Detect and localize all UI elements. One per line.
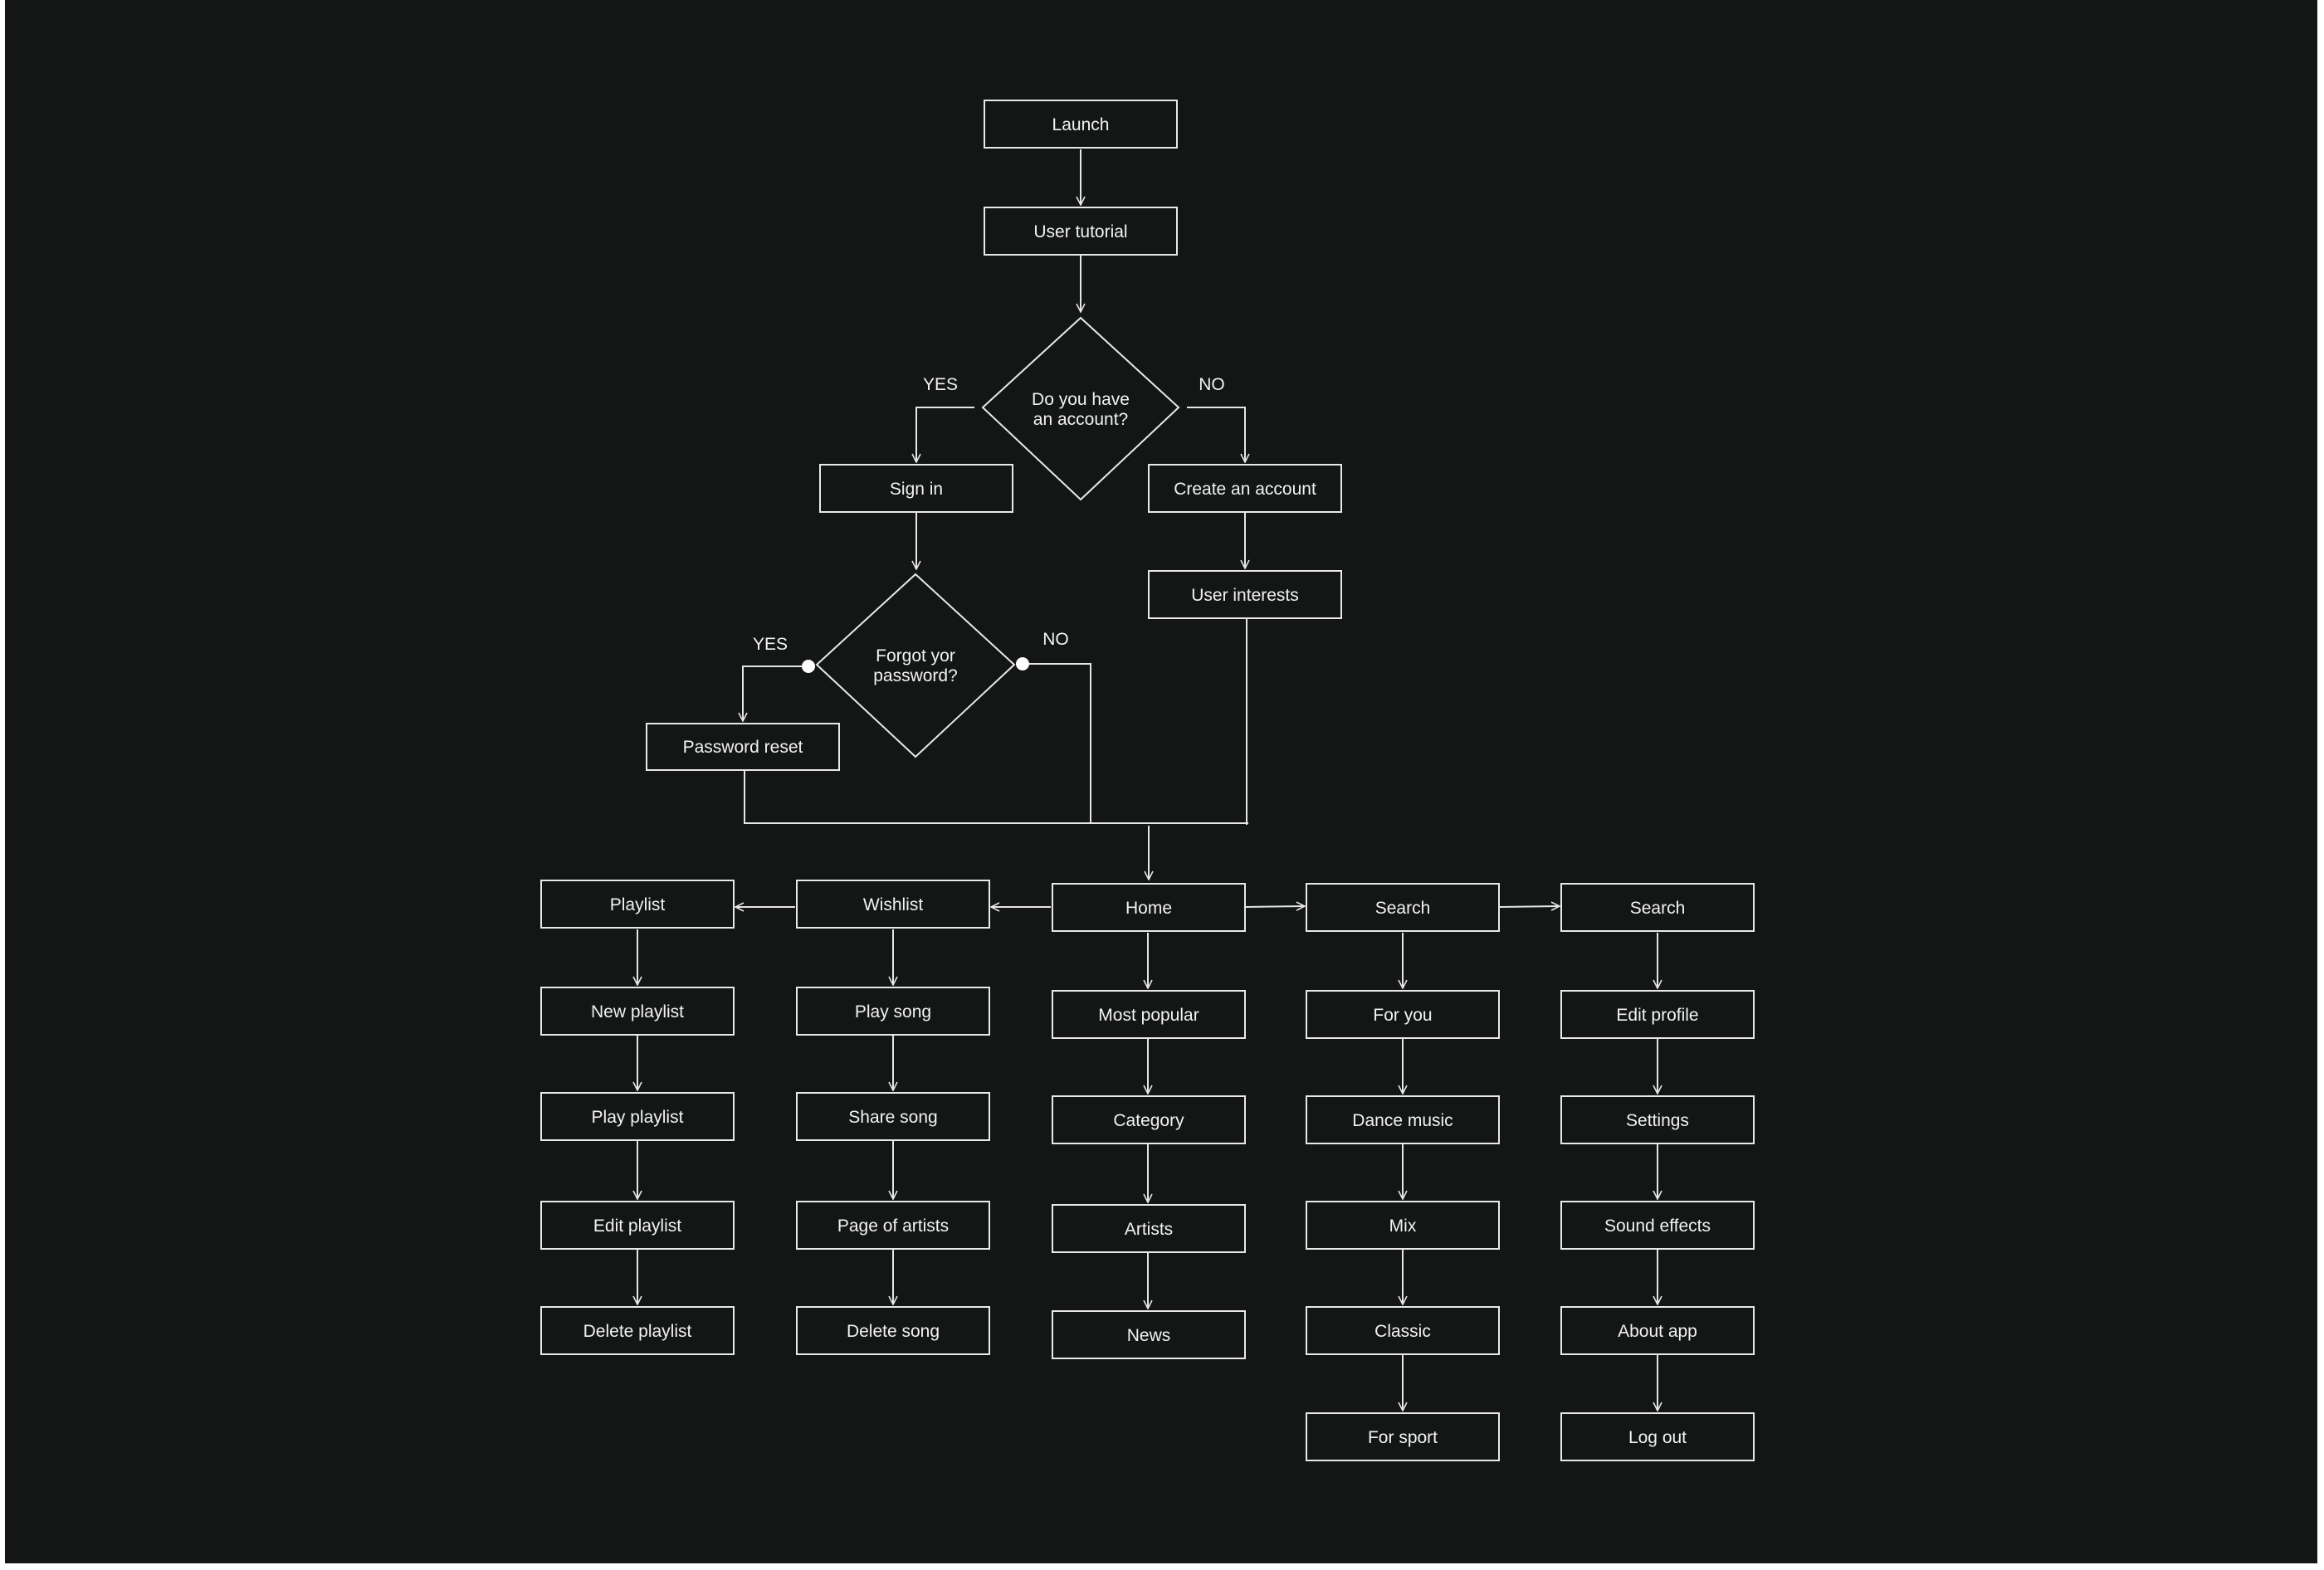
edge-reset-merge bbox=[744, 770, 1248, 824]
node-share-song: Share song bbox=[796, 1092, 990, 1141]
decision-forgot-password: Forgot yor password? bbox=[815, 573, 1016, 758]
node-playlist: Playlist bbox=[540, 880, 735, 929]
edge-account-signin bbox=[916, 407, 974, 462]
node-new-playlist: New playlist bbox=[540, 987, 735, 1036]
node-search-1: Search bbox=[1306, 883, 1500, 932]
account-no-label: NO bbox=[1199, 375, 1225, 394]
node-password-reset: Password reset bbox=[646, 723, 840, 771]
node-user-interests-label: User interests bbox=[1191, 586, 1299, 605]
connector-dot-no bbox=[1016, 657, 1029, 670]
node-settings-label: Settings bbox=[1626, 1111, 1689, 1130]
node-for-sport: For sport bbox=[1306, 1412, 1500, 1461]
node-dance-music-label: Dance music bbox=[1352, 1111, 1452, 1130]
connector-dot-yes bbox=[802, 660, 815, 673]
edges bbox=[637, 149, 1658, 1411]
node-search-2-label: Search bbox=[1630, 899, 1686, 918]
decision-forgot-password-line-1: Forgot yor bbox=[876, 646, 955, 666]
node-about-app: About app bbox=[1560, 1306, 1755, 1355]
edge-forgot-reset bbox=[743, 666, 808, 721]
node-delete-song: Delete song bbox=[796, 1306, 990, 1355]
decision-forgot-password-line-2: password? bbox=[873, 666, 958, 685]
node-delete-playlist-label: Delete playlist bbox=[583, 1322, 692, 1341]
edge-home-search1 bbox=[1244, 906, 1305, 907]
node-edit-profile-label: Edit profile bbox=[1616, 1006, 1698, 1025]
node-wishlist-label: Wishlist bbox=[863, 895, 923, 914]
node-log-out-label: Log out bbox=[1628, 1428, 1687, 1447]
node-sound-effects: Sound effects bbox=[1560, 1201, 1755, 1250]
forgot-no-label: NO bbox=[1042, 630, 1069, 649]
node-wishlist: Wishlist bbox=[796, 880, 990, 929]
node-password-reset-label: Password reset bbox=[683, 738, 803, 757]
node-home-label: Home bbox=[1125, 899, 1172, 918]
node-log-out: Log out bbox=[1560, 1412, 1755, 1461]
node-edit-playlist: Edit playlist bbox=[540, 1201, 735, 1250]
diagram-canvas: YES NO YES NO Launch User tutorial Do yo… bbox=[5, 0, 2317, 1563]
account-yes-label: YES bbox=[923, 375, 958, 394]
node-page-of-artists-label: Page of artists bbox=[837, 1217, 949, 1236]
forgot-yes-label: YES bbox=[753, 635, 788, 654]
node-user-tutorial: User tutorial bbox=[984, 207, 1178, 256]
node-edit-playlist-label: Edit playlist bbox=[593, 1217, 681, 1236]
node-delete-song-label: Delete song bbox=[847, 1322, 940, 1341]
node-edit-profile: Edit profile bbox=[1560, 990, 1755, 1039]
flowchart: YES NO YES NO Launch User tutorial Do yo… bbox=[540, 100, 1755, 1461]
node-playlist-label: Playlist bbox=[610, 895, 666, 914]
node-new-playlist-label: New playlist bbox=[591, 1002, 684, 1021]
edge-labels: YES NO YES NO bbox=[753, 375, 1225, 654]
decision-have-account-line-2: an account? bbox=[1033, 410, 1128, 429]
node-artists: Artists bbox=[1052, 1204, 1246, 1253]
node-settings: Settings bbox=[1560, 1095, 1755, 1144]
node-sign-in: Sign in bbox=[819, 464, 1013, 513]
node-dance-music: Dance music bbox=[1306, 1095, 1500, 1144]
node-mix-label: Mix bbox=[1389, 1217, 1417, 1236]
node-for-you-label: For you bbox=[1373, 1006, 1432, 1025]
node-category: Category bbox=[1052, 1095, 1246, 1144]
node-play-playlist-label: Play playlist bbox=[592, 1108, 684, 1127]
nodes: Launch User tutorial Do you have an acco… bbox=[540, 100, 1755, 1461]
node-launch: Launch bbox=[984, 100, 1178, 149]
node-for-you: For you bbox=[1306, 990, 1500, 1039]
node-classic: Classic bbox=[1306, 1306, 1500, 1355]
edge-account-create bbox=[1187, 407, 1245, 462]
node-create-account: Create an account bbox=[1148, 464, 1342, 513]
node-home: Home bbox=[1052, 883, 1246, 932]
node-search-2: Search bbox=[1560, 883, 1755, 932]
node-mix: Mix bbox=[1306, 1201, 1500, 1250]
decision-have-account: Do you have an account? bbox=[981, 316, 1180, 501]
node-play-song-label: Play song bbox=[855, 1002, 931, 1021]
node-for-sport-label: For sport bbox=[1368, 1428, 1438, 1447]
node-page-of-artists: Page of artists bbox=[796, 1201, 990, 1250]
node-search-1-label: Search bbox=[1375, 899, 1431, 918]
decision-have-account-line-1: Do you have bbox=[1032, 390, 1130, 409]
node-sound-effects-label: Sound effects bbox=[1604, 1217, 1711, 1236]
node-delete-playlist: Delete playlist bbox=[540, 1306, 735, 1355]
node-artists-label: Artists bbox=[1125, 1220, 1173, 1239]
edge-search1-search2 bbox=[1499, 906, 1560, 907]
node-share-song-label: Share song bbox=[848, 1108, 937, 1127]
node-user-tutorial-label: User tutorial bbox=[1033, 222, 1127, 241]
node-news: News bbox=[1052, 1310, 1246, 1359]
node-create-account-label: Create an account bbox=[1174, 480, 1316, 499]
node-play-song: Play song bbox=[796, 987, 990, 1036]
node-play-playlist: Play playlist bbox=[540, 1092, 735, 1141]
node-launch-label: Launch bbox=[1052, 115, 1110, 134]
node-most-popular-label: Most popular bbox=[1098, 1006, 1199, 1025]
node-classic-label: Classic bbox=[1374, 1322, 1431, 1341]
node-news-label: News bbox=[1127, 1326, 1171, 1345]
node-category-label: Category bbox=[1113, 1111, 1184, 1130]
node-most-popular: Most popular bbox=[1052, 990, 1246, 1039]
edge-forgot-no bbox=[1023, 663, 1091, 823]
node-about-app-label: About app bbox=[1618, 1322, 1697, 1341]
node-user-interests: User interests bbox=[1148, 570, 1342, 619]
node-sign-in-label: Sign in bbox=[890, 480, 943, 499]
